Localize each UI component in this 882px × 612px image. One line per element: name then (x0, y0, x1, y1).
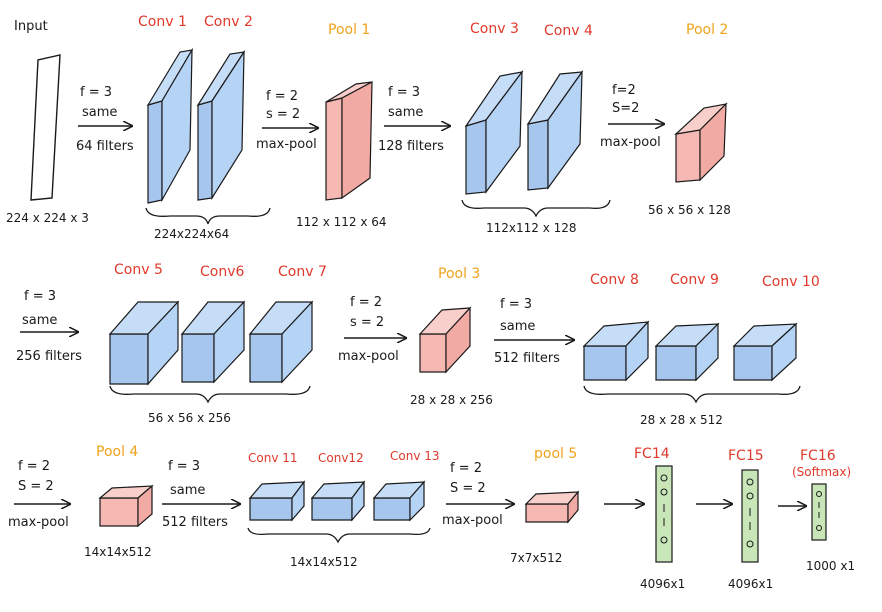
pool2-dim: 56 x 56 x 128 (648, 203, 731, 217)
op-r2-1-filters: 256 filters (16, 349, 82, 364)
brace-r3-111213 (247, 527, 431, 544)
op-r3-3-mode: max-pool (442, 513, 503, 528)
conv12-label: Conv12 (318, 451, 364, 465)
op-r3-3-s: S = 2 (450, 481, 486, 496)
op-r1-1-mode: same (82, 105, 117, 120)
op-r3-2-f: f = 3 (168, 459, 200, 474)
conv5-label: Conv 5 (114, 262, 163, 278)
dim-conv34: 112x112 x 128 (486, 221, 577, 235)
input-label: Input (14, 19, 48, 34)
conv13-label: Conv 13 (390, 449, 440, 463)
conv3-label: Conv 3 (470, 21, 519, 37)
fc16-note: (Softmax) (792, 465, 851, 479)
conv1-label: Conv 1 (138, 14, 187, 30)
pool5-block (524, 490, 580, 524)
input-plane-shape (30, 54, 61, 201)
conv5-block (108, 300, 180, 386)
op-r1-3-f: f = 3 (388, 85, 420, 100)
fc14-label: FC14 (634, 446, 670, 462)
op-r1-4-f: f=2 (612, 83, 636, 98)
op-r2-2-f: f = 2 (350, 295, 382, 310)
op-r3-1-f: f = 2 (18, 459, 50, 474)
input-dim: 224 x 224 x 3 (6, 211, 89, 225)
fc15-label: FC15 (728, 448, 764, 464)
op-r3-1-mode: max-pool (8, 515, 69, 530)
pool1-dim: 112 x 112 x 64 (296, 215, 387, 229)
op-r1-4-s: S=2 (612, 101, 639, 116)
conv6-label: Conv6 (200, 264, 244, 280)
pool4-dim: 14x14x512 (84, 545, 152, 559)
op-r2-3-f: f = 3 (500, 297, 532, 312)
op-r1-4-mode: max-pool (600, 135, 661, 150)
fc14-block (655, 465, 673, 563)
op-r1-3-mode: same (388, 105, 423, 120)
dim-conv8910: 28 x 28 x 512 (640, 413, 723, 427)
conv8-block (582, 320, 650, 382)
pool4-label: Pool 4 (96, 444, 138, 460)
op-r2-2-mode: max-pool (338, 349, 399, 364)
op-r1-1-filters: 64 filters (76, 139, 134, 154)
op-r1-3-filters: 128 filters (378, 139, 444, 154)
conv9-block (654, 322, 720, 382)
conv10-block (732, 322, 798, 382)
conv2-block (196, 49, 246, 201)
conv3-block (464, 70, 524, 195)
op-r3-3-f: f = 2 (450, 461, 482, 476)
conv6-block (180, 300, 246, 384)
fc16-block (811, 483, 827, 541)
pool5-label: pool 5 (534, 446, 577, 462)
conv9-label: Conv 9 (670, 272, 719, 288)
brace-r2-567 (109, 385, 311, 404)
conv2-label: Conv 2 (204, 14, 253, 30)
fc16-label: FC16 (800, 448, 836, 464)
conv7-block (248, 300, 314, 384)
conv11-label: Conv 11 (248, 451, 298, 465)
op-r3-2-filters: 512 filters (162, 515, 228, 530)
op-r3-2-mode: same (170, 483, 205, 498)
pool2-block (674, 102, 728, 183)
op-r1-1-f: f = 3 (80, 85, 112, 100)
op-r2-1-f: f = 3 (24, 289, 56, 304)
op-r1-2-s: s = 2 (266, 107, 300, 122)
conv7-label: Conv 7 (278, 264, 327, 280)
op-r1-2-f: f = 2 (266, 89, 298, 104)
op-r2-1-mode: same (22, 313, 57, 328)
op-r1-2-mode: max-pool (256, 137, 317, 152)
conv10-label: Conv 10 (762, 274, 820, 290)
brace-r2-8910 (583, 385, 801, 404)
conv4-block (526, 70, 584, 191)
pool3-block (418, 306, 472, 374)
pool1-label: Pool 1 (328, 22, 370, 38)
fc16-dim: 1000 x1 (806, 559, 855, 573)
pool2-label: Pool 2 (686, 22, 728, 38)
op-r2-3-mode: same (500, 319, 535, 334)
conv11-block (248, 480, 306, 522)
conv1-block (146, 47, 194, 204)
pool4-block (98, 484, 154, 528)
conv12-block (310, 480, 366, 522)
pool3-label: Pool 3 (438, 266, 480, 282)
fc14-dim: 4096x1 (640, 577, 685, 591)
dim-conv567: 56 x 56 x 256 (148, 411, 231, 425)
dim-conv12: 224x224x64 (154, 227, 229, 241)
pool3-dim: 28 x 28 x 256 (410, 393, 493, 407)
brace-r1-34 (461, 199, 611, 218)
fc15-dim: 4096x1 (728, 577, 773, 591)
pool5-dim: 7x7x512 (510, 551, 562, 565)
brace-r1-12 (145, 207, 271, 225)
pool1-block (325, 80, 373, 201)
fc15-block (741, 469, 759, 563)
op-r3-1-s: S = 2 (18, 479, 54, 494)
conv4-label: Conv 4 (544, 23, 593, 39)
op-r2-2-s: s = 2 (350, 315, 384, 330)
conv13-block (372, 480, 426, 522)
conv8-label: Conv 8 (590, 272, 639, 288)
dim-conv111213: 14x14x512 (290, 555, 358, 569)
op-r2-3-filters: 512 filters (494, 351, 560, 366)
